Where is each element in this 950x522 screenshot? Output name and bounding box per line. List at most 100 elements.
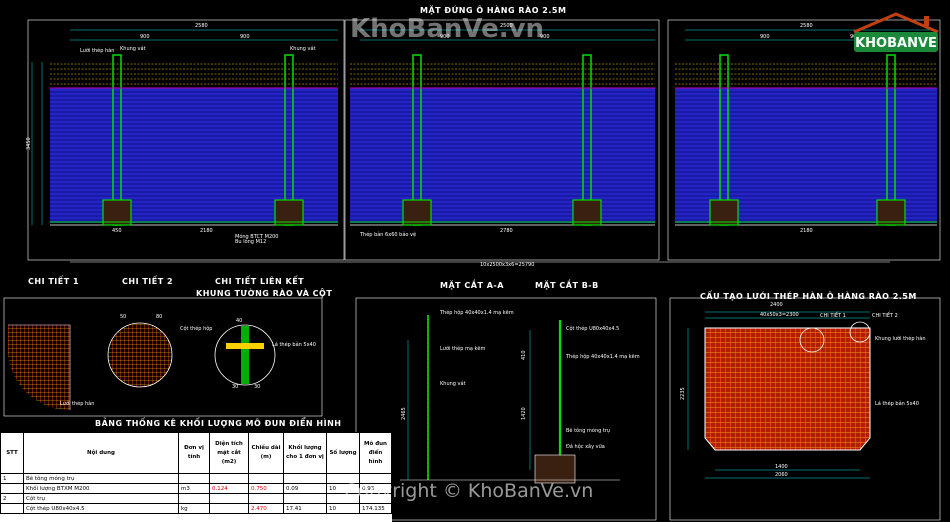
title-section-bb: MẶT CẮT B-B [535, 278, 599, 290]
quantity-table: STT Nội dung Đơn vị tính Diện tích mặt c… [0, 432, 392, 522]
title-elevation: MẶT ĐỨNG Ô HÀNG RÀO 2.5M [420, 4, 566, 15]
cell-area [209, 473, 249, 484]
cell-unit: m3 [178, 483, 210, 494]
cell-content: Bê tông móng trụ [23, 473, 179, 484]
elevation-module-1 [27, 19, 345, 261]
watermark-copyright: Copyright © KhoBanVe.vn [344, 480, 594, 502]
dim-section-1420: 1420 [521, 407, 527, 420]
mesh-panel [669, 297, 941, 521]
cell-length [248, 493, 284, 504]
cell-stt [0, 503, 24, 514]
dim-span: 10x2500x3x6=25790 [480, 262, 534, 268]
dim-top-3: 2580 [800, 23, 813, 29]
dim-section-410: 410 [521, 350, 527, 360]
callout-section-concrete: Bê tông móng trụ [566, 427, 610, 434]
cell-content: Cột thép U80x40x4.5 [23, 503, 179, 514]
elevation-module-2 [344, 19, 660, 261]
cell-stt: 1 [0, 473, 24, 484]
table-row: 2 Cột trụ [0, 493, 392, 504]
callout-section-frame: Khung vát [440, 380, 466, 387]
callout-footing: Móng BTCT M200 [235, 233, 279, 240]
dim-seg-2a: 900 [440, 34, 450, 40]
dim-mesh-bottom-2: 2060 [775, 472, 788, 478]
dim-conn-30b: 30 [254, 384, 260, 390]
dim-height: 3450 [26, 137, 32, 150]
title-detail-2: CHI TIẾT 2 [122, 274, 173, 286]
detail-panel [3, 297, 323, 417]
cell-weight: 0.09 [283, 483, 327, 494]
callout-detail-mesh: Lưới thép hàn [60, 400, 94, 407]
cell-content: Cột trụ [23, 493, 179, 504]
title-connection-line2: KHUNG TƯỜNG RÀO VÀ CỘT [196, 287, 332, 298]
cell-unit [178, 493, 210, 504]
cell-unit [178, 473, 210, 484]
table-row: Khối lượng BTXM M200 m3 0.124 0.750 0.09… [0, 483, 392, 494]
callout-section-mesh: Lưới thép mạ kẽm [440, 345, 485, 352]
elevation-module-3 [667, 19, 941, 261]
title-connection-line1: CHI TIẾT LIÊN KẾT [215, 274, 304, 286]
title-section-aa: MẶT CẮT A-A [440, 278, 504, 290]
cell-content: Khối lượng BTXM M200 [23, 483, 179, 494]
callout-section-tube2: Thép hộp 40x40x1.4 mạ kẽm [565, 353, 640, 360]
table-row: Cột thép U80x40x4.5 kg 2.470 17.41 10 17… [0, 503, 392, 514]
header-weight: Khối lượng cho 1 đơn vị [283, 432, 327, 474]
header-content: Nội dung [23, 432, 179, 474]
callout-conn-plate: Lá thép bản 5x40 [272, 341, 316, 348]
header-unit: Đơn vị tính [178, 432, 210, 474]
dim-mesh-top-1: 2400 [770, 302, 783, 308]
callout-frame: Khung vát [120, 45, 146, 52]
dim-bottom-2: 2780 [500, 228, 513, 234]
callout-section-column: Cột thép U80x40x4.5 [566, 325, 619, 332]
callout-section-stone: Đá hộc xây vữa [566, 443, 605, 450]
cell-weight [283, 473, 327, 484]
dim-conn-40: 40 [236, 318, 242, 324]
dim-det2-80: 80 [156, 314, 162, 320]
title-mesh: CẤU TẠO LƯỚI THÉP HÀN Ô HÀNG RÀO 2.5M [700, 289, 917, 301]
dim-conn-30a: 30 [232, 384, 238, 390]
cell-weight [283, 493, 327, 504]
callout-mesh-frame: Khung lưới thép hàn [875, 335, 926, 342]
header-area: Diện tích mặt cắt (m2) [209, 432, 249, 474]
dim-mesh-bottom-1: 1400 [775, 464, 788, 470]
callout-flat-bar: Lá thép bản 5x40 [875, 400, 919, 407]
watermark-top: KhoBanVe.vn [350, 14, 545, 44]
dim-bottom-1: 2180 [200, 228, 213, 234]
dim-mesh-top-2: 40x50x3=2300 [760, 312, 799, 318]
dim-section-height: 2465 [401, 407, 407, 420]
cell-area [209, 493, 249, 504]
callout-detail-2: CHI TIẾT 2 [872, 311, 898, 319]
cell-length: 2.470 [248, 503, 284, 514]
khobanve-logo[interactable]: KHOBANVE [850, 10, 942, 56]
dim-seg-3a: 900 [760, 34, 770, 40]
header-stt: STT [0, 432, 24, 474]
callout-mesh: Lưới thép hàn [80, 47, 114, 54]
cell-stt: 2 [0, 493, 24, 504]
cell-length [248, 473, 284, 484]
cell-stt [0, 483, 24, 494]
callout-detail-1: CHI TIẾT 1 [820, 311, 846, 319]
callout-section-tube: Thép hộp 40x40x1.4 mạ kẽm [439, 309, 514, 316]
dim-mesh-height: 2235 [680, 387, 686, 400]
table-header-row: STT Nội dung Đơn vị tính Diện tích mặt c… [0, 432, 392, 474]
dim-footing-1: 450 [112, 228, 122, 234]
cell-module: 174.135 [359, 503, 392, 514]
header-length: Chiều dài (m) [248, 432, 284, 474]
title-table: BẢNG THỐNG KÊ KHỐI LƯỢNG MÔ ĐUN ĐIỂN HÌN… [95, 416, 341, 428]
cell-weight: 17.41 [283, 503, 327, 514]
cell-qty: 10 [326, 503, 360, 514]
callout-frame-2: Khung vát [290, 45, 316, 52]
cell-area [209, 503, 249, 514]
callout-base-plate: Thép bản 6x60 bảo vệ [359, 231, 416, 238]
section-panel [355, 297, 657, 521]
header-module: Mô đun điển hình [359, 432, 392, 474]
table-row: 1 Bê tông móng trụ [0, 473, 392, 484]
dim-seg-2b: 900 [540, 34, 550, 40]
dim-bottom-3: 2180 [800, 228, 813, 234]
logo-icon: KHOBANVE [853, 12, 939, 52]
cell-area: 0.124 [209, 483, 249, 494]
dim-seg-1a: 900 [140, 34, 150, 40]
callout-detail-column: Cột thép hộp [180, 325, 212, 332]
cell-length: 0.750 [248, 483, 284, 494]
